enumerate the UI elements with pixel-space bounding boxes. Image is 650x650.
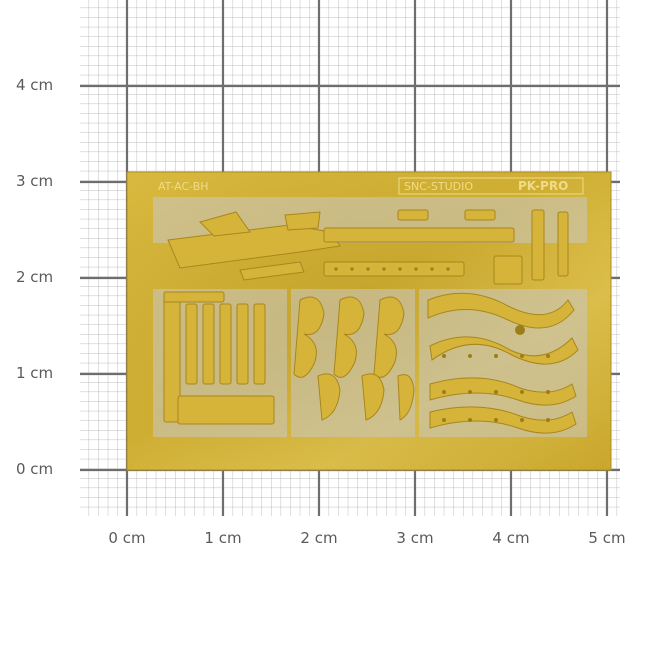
fret-brand-label: PK-PRO [518,179,568,193]
rivet-hole [334,267,338,271]
strap-long [323,227,515,243]
x-axis-label-4: 4 cm [492,529,530,547]
rivet-hole [520,354,524,358]
scroll-bracket [293,296,325,378]
rivet-hole [366,267,370,271]
scroll-bracket [397,374,415,421]
rivet-hole [520,418,524,422]
bolt-vertical [557,211,569,277]
rivet-hole [350,267,354,271]
scroll-bracket [373,296,405,378]
scroll-bracket [333,296,365,378]
fret-maker-label: SNC-STUDIO [404,180,473,193]
rivet-hole [442,390,446,394]
rivet-hole [494,354,498,358]
wavy-strap [429,377,577,406]
hinge-plate-square [493,255,523,285]
x-axis-label-1: 1 cm [204,529,242,547]
hinge-strap-small [284,211,321,231]
rivet-hole [398,267,402,271]
bolt-vertical [531,209,545,281]
wavy-strap [429,336,579,365]
rivet-hole [430,267,434,271]
rivet-hole [468,354,472,358]
fret-maker-box [398,177,584,195]
hinge-strap-small [239,261,305,281]
scroll-bracket [361,373,385,421]
wavy-strap [427,292,575,329]
fret-part-code: AT-AC-BH [158,180,209,193]
hinge-pin [236,303,249,385]
brass-fret: AT-AC-BH SNC-STUDIO PK-PRO [126,171,612,471]
y-axis-label-3: 3 cm [16,172,54,190]
rivet-hole [442,354,446,358]
hinge-pin [219,303,232,385]
frame-bottom-plate [177,395,275,425]
x-axis-label-2: 2 cm [300,529,338,547]
rivet-hole [546,390,550,394]
strap-tip [397,209,429,221]
strap-long [323,261,465,277]
rivet-hole [546,418,550,422]
hinge-pin [185,303,198,385]
fret-parts [163,209,579,434]
rivet-hole [382,267,386,271]
rivet-hole [546,354,550,358]
strap-tip [464,209,496,221]
rivet-hole [494,418,498,422]
x-axis-label-0: 0 cm [108,529,146,547]
rivet-hole [442,418,446,422]
hinge-pin [202,303,215,385]
x-axis-label-3: 3 cm [396,529,434,547]
frame-left-top [163,291,225,303]
hinge-strap-small [199,211,251,237]
rivet-hole [494,390,498,394]
x-axis-label-5: 5 cm [588,529,626,547]
rivet-hole [446,267,450,271]
hinge-pin [253,303,266,385]
y-axis-label-0: 0 cm [16,460,54,478]
rivet-hole [414,267,418,271]
y-axis-label-2: 2 cm [16,268,54,286]
y-axis-label-1: 1 cm [16,364,54,382]
y-axis-label-4: 4 cm [16,76,54,94]
rivet-hole [520,390,524,394]
rivet-hole [515,325,525,335]
rivet-hole [468,390,472,394]
scroll-bracket [317,373,341,421]
wavy-strap [429,406,577,434]
rivet-hole [468,418,472,422]
